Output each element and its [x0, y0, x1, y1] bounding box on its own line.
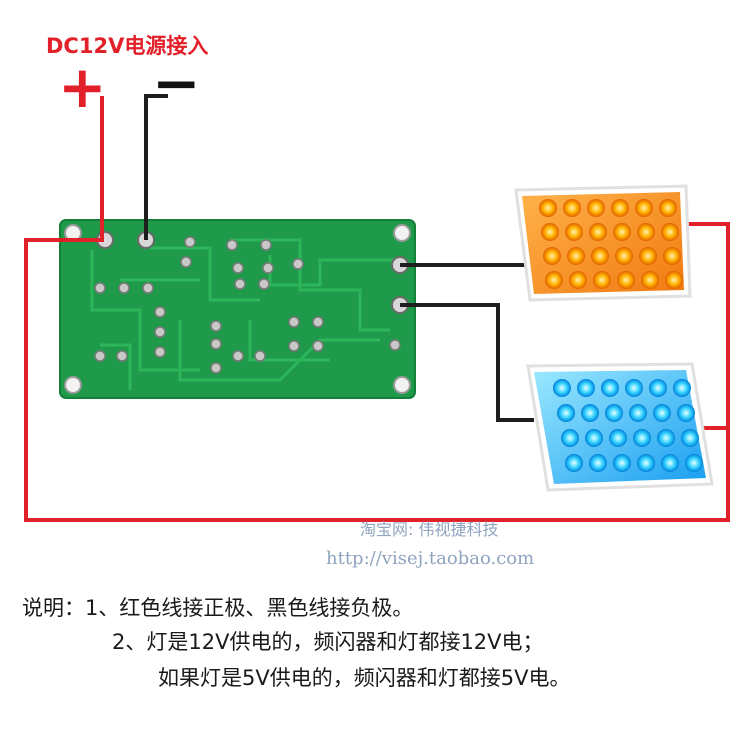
orange-led-dot [545, 271, 563, 289]
orange-led-dot [661, 223, 679, 241]
note-line-2: 2、灯是12V供电的，频闪器和灯都接12V电； [112, 630, 544, 654]
note-line-3: 如果灯是5V供电的，频闪器和灯都接5V电。 [158, 666, 571, 690]
orange-led-dot [659, 199, 677, 217]
blue-led-lamp [526, 362, 714, 492]
blue-led-dot [677, 404, 695, 422]
orange-led-dot [611, 199, 629, 217]
orange-led-dot [541, 223, 559, 241]
output-wire-bottom-lamp [400, 303, 534, 422]
orange-led-dot [591, 247, 609, 265]
blue-led-dot [685, 454, 703, 472]
orange-led-lamp [514, 184, 692, 302]
power-input-title: DC12V电源接入 [46, 34, 209, 58]
orange-led-dot [567, 247, 585, 265]
orange-led-dot [613, 223, 631, 241]
orange-led-dot [569, 271, 587, 289]
mounting-hole [393, 224, 411, 242]
blue-led-dot [649, 379, 667, 397]
orange-led-dot [563, 199, 581, 217]
blue-led-dot [577, 379, 595, 397]
orange-led-dot [641, 271, 659, 289]
positive-red-wire-lamp-top [684, 222, 730, 428]
orange-led-dot [665, 271, 683, 289]
strobe-controller-pcb [59, 219, 416, 399]
mounting-hole [393, 376, 411, 394]
orange-led-dot [635, 199, 653, 217]
blue-led-dot [605, 404, 623, 422]
blue-led-dot [589, 454, 607, 472]
blue-led-dot [637, 454, 655, 472]
orange-led-dot [639, 247, 657, 265]
blue-led-dot [681, 429, 699, 447]
negative-black-wire [144, 94, 168, 240]
orange-led-dot [589, 223, 607, 241]
blue-led-dot [585, 429, 603, 447]
blue-led-dot [553, 379, 571, 397]
blue-led-dot [629, 404, 647, 422]
blue-led-dot [625, 379, 643, 397]
orange-led-dot [587, 199, 605, 217]
negative-symbol: − [152, 49, 201, 117]
blue-led-dot [673, 379, 691, 397]
blue-led-dot [633, 429, 651, 447]
blue-led-dot [561, 429, 579, 447]
blue-led-dot [557, 404, 575, 422]
blue-led-dot [565, 454, 583, 472]
orange-led-dot [543, 247, 561, 265]
blue-led-dot [661, 454, 679, 472]
orange-led-dot [565, 223, 583, 241]
blue-led-dot [613, 454, 631, 472]
blue-led-dot [657, 429, 675, 447]
orange-led-dot [637, 223, 655, 241]
note-line-1: 说明：1、红色线接正极、黑色线接负极。 [22, 596, 414, 620]
watermark-shop-name: 淘宝网: 伟视捷科技 [360, 520, 499, 539]
positive-symbol: + [58, 53, 107, 121]
blue-led-dot [581, 404, 599, 422]
orange-led-dot [539, 199, 557, 217]
orange-led-dot [617, 271, 635, 289]
orange-led-dot [593, 271, 611, 289]
mounting-hole [64, 376, 82, 394]
blue-led-dot [601, 379, 619, 397]
orange-led-dot [663, 247, 681, 265]
blue-led-dot [653, 404, 671, 422]
orange-led-dot [615, 247, 633, 265]
blue-led-dot [609, 429, 627, 447]
watermark-url: http://visej.taobao.com [326, 548, 535, 569]
